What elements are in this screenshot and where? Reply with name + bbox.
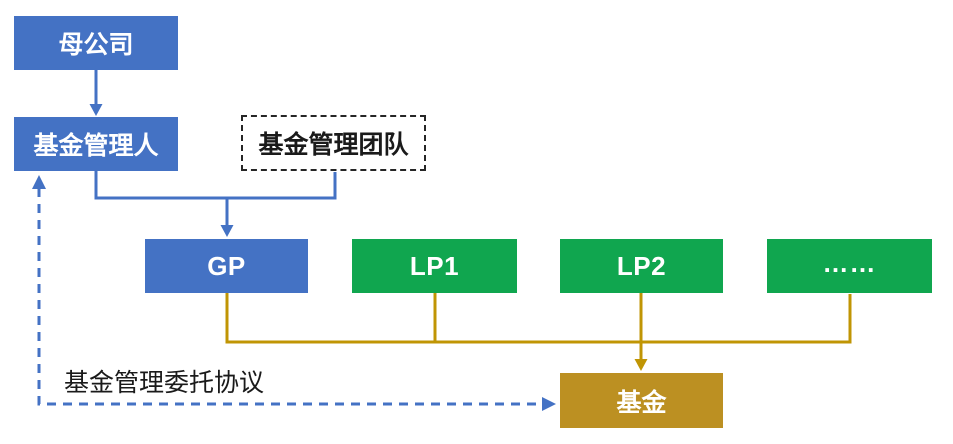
node-lp2: LP2 (560, 239, 723, 293)
lines-partners-to-fund (225, 293, 852, 371)
dashed-arrow-fund-manager (32, 175, 556, 411)
node-fund-label: 基金 (616, 388, 667, 417)
node-fund: 基金 (560, 373, 723, 428)
node-lp2-label: LP2 (616, 250, 667, 281)
node-lp1-label: LP1 (409, 250, 460, 281)
arrow-manager-team-to-gp (94, 171, 337, 237)
arrow-parent-to-manager (89, 70, 103, 116)
agreement-edge-label: 基金管理委托协议 (64, 369, 265, 397)
node-gp: GP (145, 239, 308, 293)
node-fund-management-team: 基金管理团队 (241, 115, 426, 171)
node-parent-company: 母公司 (14, 16, 178, 70)
node-lp1: LP1 (352, 239, 517, 293)
node-parent-company-label: 母公司 (58, 31, 134, 59)
node-fund-management-team-label: 基金管理团队 (258, 131, 409, 159)
node-other-lps: …… (767, 239, 932, 293)
node-fund-manager: 基金管理人 (14, 117, 178, 171)
node-gp-label: GP (207, 250, 246, 281)
node-other-lps-label: …… (822, 247, 877, 278)
node-fund-manager-label: 基金管理人 (33, 132, 159, 160)
